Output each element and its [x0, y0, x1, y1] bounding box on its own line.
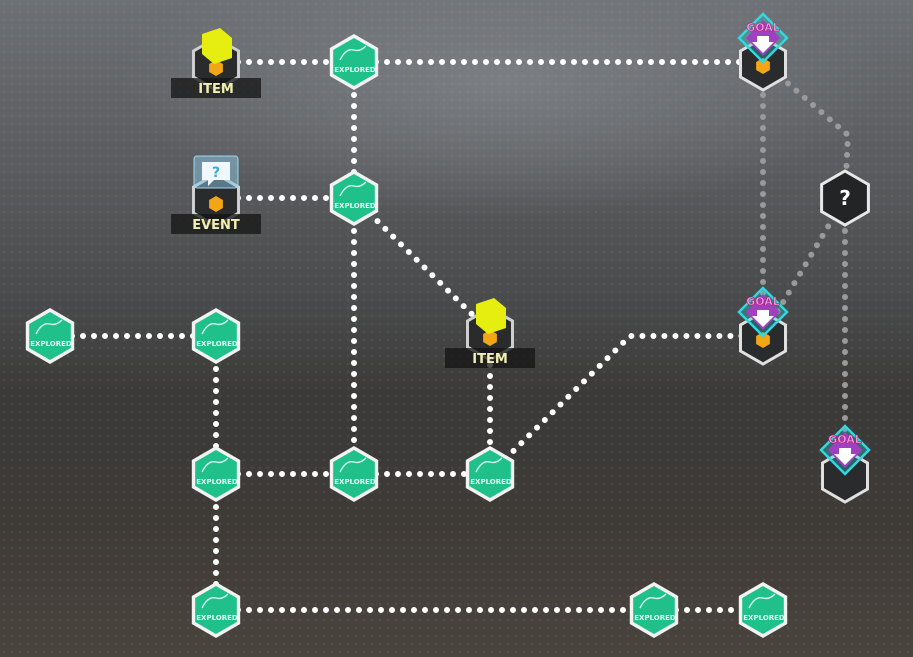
path-G-goal2 [487, 333, 766, 477]
node-item-item1[interactable]: ITEM [171, 28, 261, 98]
explored-label: EXPLORED [334, 202, 376, 210]
explored-label: EXPLORED [196, 478, 238, 486]
item-box-icon [476, 298, 506, 334]
explored-label: EXPLORED [470, 478, 512, 486]
node-explored-C[interactable]: EXPLORED [25, 308, 75, 364]
node-explored-B[interactable]: EXPLORED [329, 170, 379, 226]
node-goal-goal1[interactable]: GOAL [737, 12, 789, 92]
map-icon [339, 181, 367, 197]
item-box-icon [202, 28, 232, 64]
map-icon [639, 593, 667, 609]
goal-label: GOAL [746, 21, 780, 34]
node-event-event[interactable]: ? EVENT [171, 155, 261, 234]
node-item-item2[interactable]: ITEM [445, 298, 535, 368]
nodes: ITEM EXPLORED GOAL? EVENT EXPLORED? EXPLORED E… [25, 12, 871, 638]
node-explored-E[interactable]: EXPLORED [191, 446, 241, 502]
map-icon [748, 593, 776, 609]
unknown-label: ? [839, 186, 851, 210]
node-goal-goal3[interactable]: GOAL [819, 424, 871, 504]
explored-label: EXPLORED [634, 614, 676, 622]
map-icon [201, 319, 229, 335]
item-label: ITEM [472, 352, 508, 367]
node-unknown-q[interactable]: ? [820, 169, 870, 227]
map-icon [201, 457, 229, 473]
arrow-down-icon [752, 36, 774, 53]
map-icon [201, 593, 229, 609]
path-B-item2 [351, 195, 493, 335]
node-explored-A[interactable]: EXPLORED [329, 34, 379, 90]
event-label: EVENT [192, 218, 240, 233]
explored-label: EXPLORED [334, 66, 376, 74]
map-icon [475, 457, 503, 473]
arrow-down-icon [752, 310, 774, 327]
node-explored-D[interactable]: EXPLORED [191, 308, 241, 364]
map-icon [339, 45, 367, 61]
paths [47, 59, 852, 613]
node-explored-H[interactable]: EXPLORED [191, 582, 241, 638]
svg-text:?: ? [212, 165, 220, 181]
map-icon [339, 457, 367, 473]
node-explored-F[interactable]: EXPLORED [329, 446, 379, 502]
explored-label: EXPLORED [30, 340, 72, 348]
node-goal-goal2[interactable]: GOAL [737, 286, 789, 366]
map-icon [35, 319, 63, 335]
explored-label: EXPLORED [196, 614, 238, 622]
explored-label: EXPLORED [334, 478, 376, 486]
item-label: ITEM [198, 82, 234, 97]
goal-label: GOAL [828, 433, 862, 446]
node-explored-I[interactable]: EXPLORED [629, 582, 679, 638]
node-explored-G[interactable]: EXPLORED [465, 446, 515, 502]
arrow-down-icon [834, 448, 856, 465]
goal-label: GOAL [746, 295, 780, 308]
explored-label: EXPLORED [196, 340, 238, 348]
node-explored-J[interactable]: EXPLORED [738, 582, 788, 638]
event-bubble-icon [202, 162, 230, 186]
explored-label: EXPLORED [743, 614, 785, 622]
